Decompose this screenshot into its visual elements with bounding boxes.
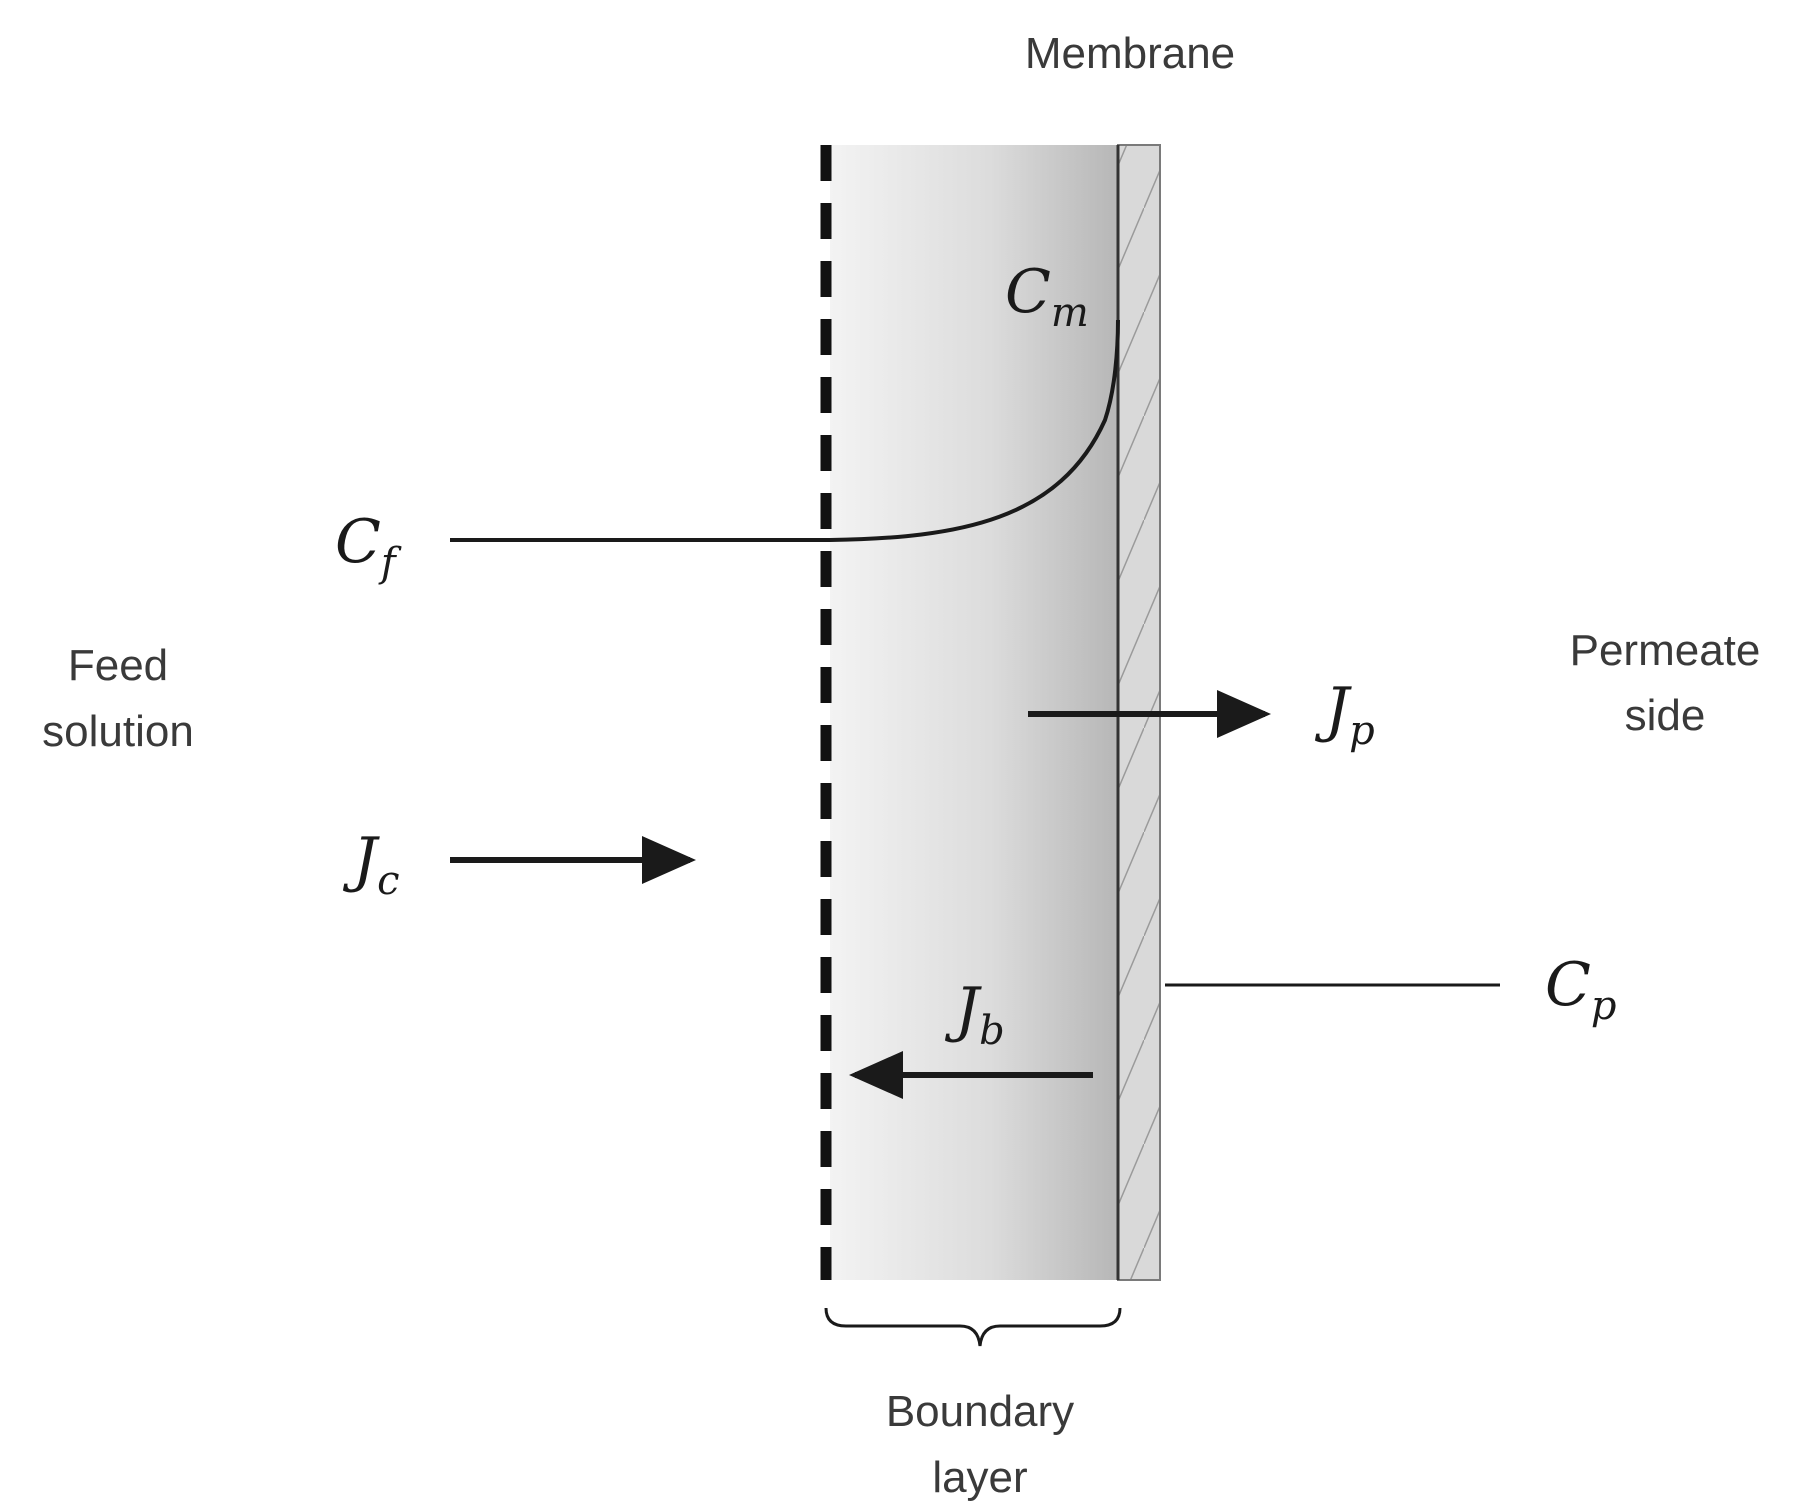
- jp-symbol: Jp: [1314, 675, 1375, 754]
- cm-symbol: Cm: [1005, 257, 1089, 336]
- boundary-layer-label-line1: Boundary: [886, 1387, 1074, 1436]
- permeate-side-label-line2: side: [1625, 691, 1706, 740]
- membrane-label: Membrane: [1025, 29, 1235, 78]
- jc-symbol: Jc: [342, 825, 399, 904]
- concentration-profile-curve: [450, 319, 1120, 542]
- boundary-layer-label-line2: layer: [932, 1453, 1027, 1502]
- permeate-side-label-line1: Permeate: [1570, 626, 1761, 675]
- feed-solution-label-line1: Feed: [68, 641, 168, 690]
- cp-symbol: Cp: [1545, 950, 1617, 1029]
- cf-symbol: Cf: [335, 507, 402, 586]
- boundary-layer-brace: [824, 1307, 1122, 1347]
- feed-solution-label-line2: solution: [42, 707, 194, 756]
